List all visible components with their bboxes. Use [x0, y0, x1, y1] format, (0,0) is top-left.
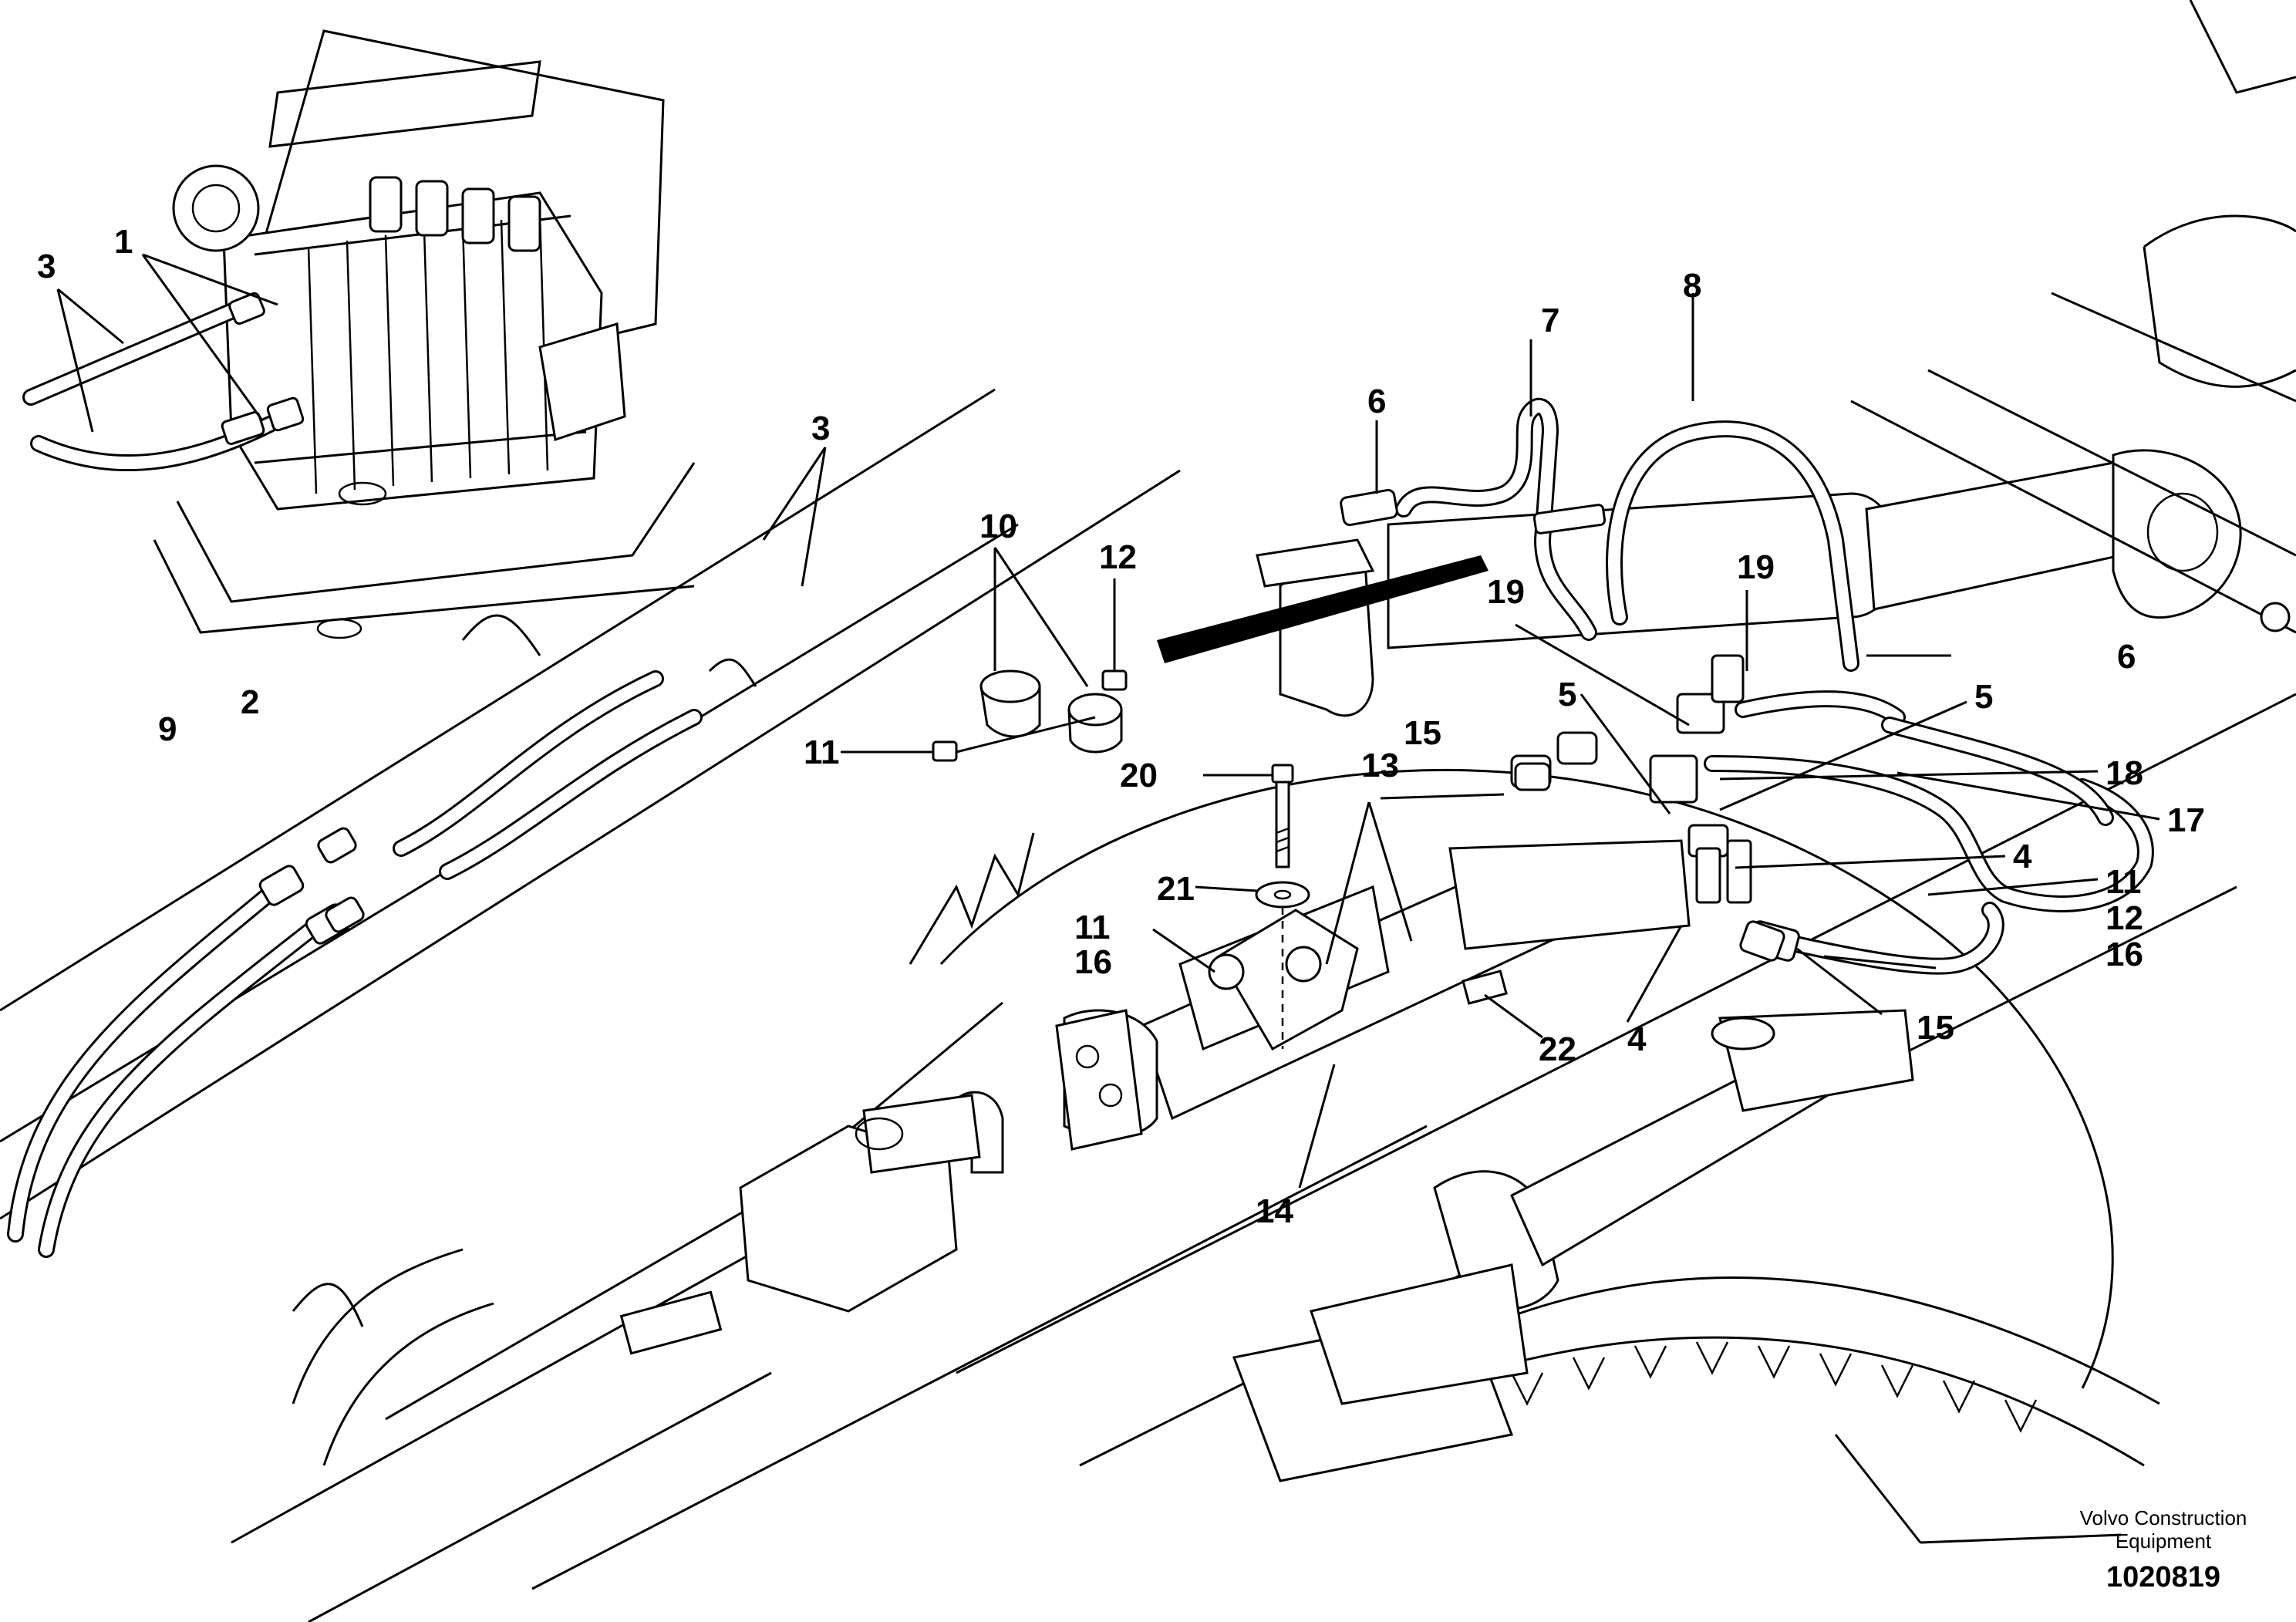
slew-ring [909, 768, 2160, 1467]
callout-16-right: 16 [2106, 936, 2143, 973]
callout-12-right: 12 [2106, 899, 2143, 937]
fittings-15 [1514, 762, 1785, 962]
callout-21: 21 [1157, 870, 1195, 908]
callout-22: 22 [1539, 1030, 1576, 1068]
callout-12-clamp: 12 [1099, 538, 1137, 576]
callout-6-upper: 6 [1367, 383, 1386, 420]
callout-11-right: 11 [2106, 863, 2142, 901]
callout-10: 10 [979, 508, 1017, 545]
callout-15-lower: 15 [1917, 1009, 1954, 1047]
callout-1: 1 [114, 223, 133, 261]
callout-16-left: 16 [1074, 943, 1112, 981]
swing-cylinder-lower [855, 839, 1691, 1174]
brand-line-1: Volvo Construction [2080, 1506, 2247, 1529]
callout-2: 2 [241, 683, 259, 721]
callout-3-frame: 3 [811, 410, 830, 447]
callout-5-right: 5 [1974, 678, 1993, 716]
callout-14: 14 [1256, 1192, 1293, 1230]
hoses-9 [7, 670, 703, 1466]
callout-labels: 1 3 3 7 8 6 10 12 19 19 6 9 2 5 5 15 11 … [37, 223, 2205, 1230]
swing-cylinder-upper [1157, 0, 2296, 717]
control-valve-block [153, 29, 696, 639]
callout-9: 9 [158, 710, 177, 748]
callout-3-valve: 3 [37, 248, 56, 285]
clamp-assembly [932, 669, 1128, 762]
leader-lines [56, 253, 2160, 1544]
callout-18: 18 [2106, 754, 2143, 792]
callout-7: 7 [1541, 302, 1559, 339]
callout-15-upper: 15 [1404, 714, 1441, 752]
callout-13: 13 [1361, 747, 1399, 784]
callout-20: 20 [1120, 757, 1158, 794]
footer: Volvo Construction Equipment 1020819 [2080, 1506, 2247, 1593]
callout-17: 17 [2167, 801, 2205, 839]
frame-structure [0, 388, 2296, 1622]
callout-4-right: 4 [2013, 838, 2032, 875]
hoses-7-8 [1340, 398, 1859, 672]
callout-4-lower: 4 [1627, 1020, 1647, 1058]
document-number: 1020819 [2106, 1561, 2220, 1593]
bolt-and-washer [1255, 764, 1310, 1049]
callout-5-left: 5 [1558, 676, 1576, 713]
valve-hoses [22, 292, 305, 472]
callout-19-left: 19 [1487, 573, 1525, 611]
swing-cylinder-bottom [1310, 1009, 1914, 1405]
callout-11-left: 11 [1074, 909, 1111, 946]
brand-line-2: Equipment [2116, 1529, 2212, 1553]
callout-8: 8 [1683, 267, 1701, 305]
callout-6-right: 6 [2117, 638, 2136, 676]
callout-11-bolt: 11 [804, 733, 840, 771]
callout-19-right: 19 [1737, 548, 1775, 586]
